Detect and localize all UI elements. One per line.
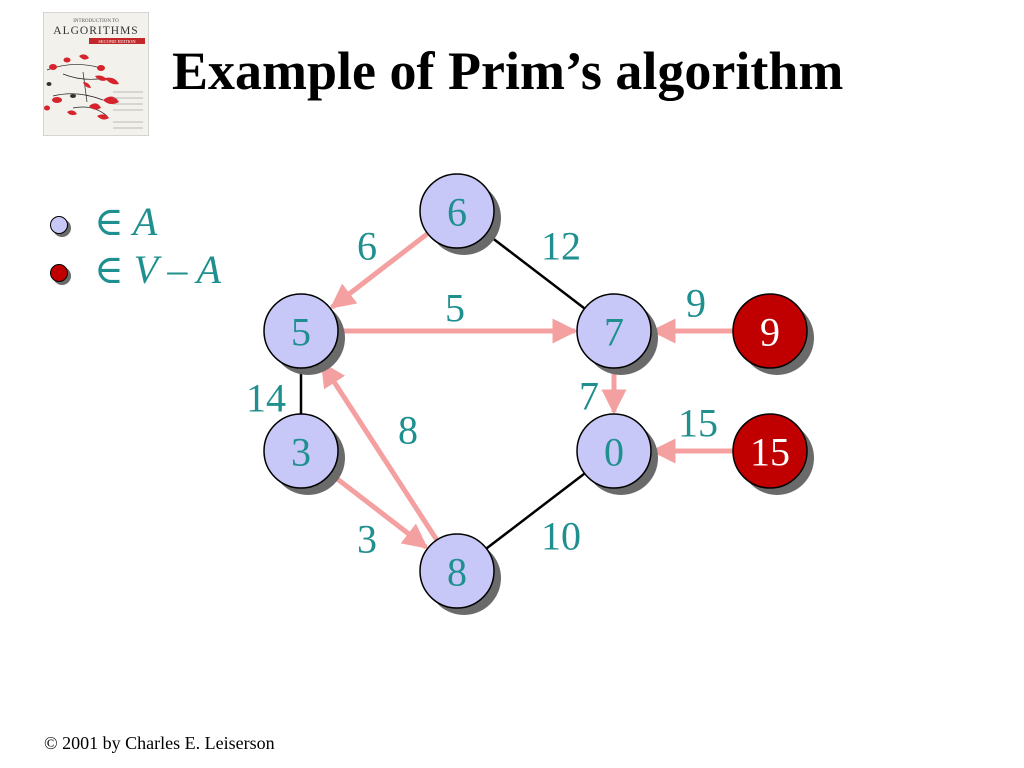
node-circle-b bbox=[263, 293, 339, 369]
edge-a-b bbox=[329, 231, 430, 310]
edge-weight-b-e: 14 bbox=[246, 376, 286, 421]
node-key-d: 9 bbox=[760, 310, 780, 355]
edge-weight-g-f: 15 bbox=[678, 401, 718, 446]
node-b: 5 bbox=[263, 293, 345, 375]
legend-dot-in-a bbox=[50, 216, 68, 234]
node-key-b: 5 bbox=[291, 310, 311, 355]
book-cover-art: INTRODUCTION TO ALGORITHMS SECOND EDITIO… bbox=[42, 11, 150, 137]
node-key-e: 3 bbox=[291, 430, 311, 475]
node-circle-d bbox=[732, 293, 808, 369]
legend-label-in-v-minus-a: ∈ V – A bbox=[94, 247, 222, 292]
node-h: 8 bbox=[419, 533, 501, 615]
node-circle-e bbox=[263, 413, 339, 489]
legend-label-in-a: ∈ A bbox=[94, 199, 158, 244]
book-cover-line1: INTRODUCTION TO bbox=[73, 19, 119, 24]
edge-weight-c-f: 7 bbox=[579, 374, 599, 419]
edge-e-h bbox=[328, 471, 429, 550]
edge-weight-e-h: 3 bbox=[357, 517, 377, 562]
edge-weight-d-c: 9 bbox=[686, 281, 706, 326]
node-key-h: 8 bbox=[447, 550, 467, 595]
node-circle-g bbox=[732, 413, 808, 489]
book-cover-line2: ALGORITHMS bbox=[53, 25, 138, 37]
edge-weight-h-f: 10 bbox=[541, 514, 581, 559]
node-e: 3 bbox=[263, 413, 345, 495]
edge-weight-h-b: 8 bbox=[398, 408, 418, 453]
node-key-g: 15 bbox=[750, 430, 790, 475]
book-cover-logo: INTRODUCTION TO ALGORITHMS SECOND EDITIO… bbox=[42, 11, 150, 137]
footer-copyright: © 2001 by Charles E. Leiserson bbox=[44, 733, 275, 753]
edge-weight-b-c: 5 bbox=[445, 286, 465, 331]
legend-dot-in-v-minus-a bbox=[50, 264, 68, 282]
node-key-f: 0 bbox=[604, 430, 624, 475]
node-circle-a bbox=[419, 173, 495, 249]
node-key-c: 7 bbox=[604, 310, 624, 355]
book-cover-line3: SECOND EDITION bbox=[98, 39, 136, 44]
node-g: 15 bbox=[732, 413, 814, 495]
edge-a-c bbox=[485, 232, 586, 310]
node-f: 0 bbox=[576, 413, 658, 495]
node-circle-f bbox=[576, 413, 652, 489]
node-d: 9 bbox=[732, 293, 814, 375]
edge-weight-a-c: 12 bbox=[541, 224, 581, 269]
edge-h-f bbox=[485, 472, 586, 550]
edge-weight-a-b: 6 bbox=[357, 224, 377, 269]
node-circle-c bbox=[576, 293, 652, 369]
slide-title: Example of Prim’s algorithm bbox=[172, 41, 844, 101]
node-key-a: 6 bbox=[447, 190, 467, 235]
node-c: 7 bbox=[576, 293, 658, 375]
node-circle-h bbox=[419, 533, 495, 609]
edge-h-b bbox=[320, 361, 439, 542]
node-a: 6 bbox=[419, 173, 501, 255]
